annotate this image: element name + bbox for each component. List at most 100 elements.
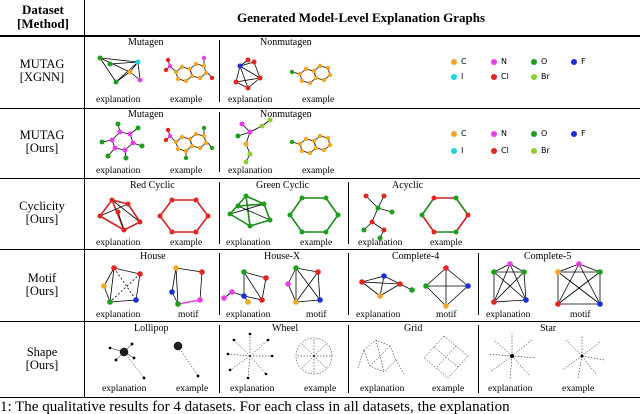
graph-label: example — [432, 384, 465, 394]
acyclic-example — [419, 195, 471, 235]
green-cyclic-explanation — [227, 193, 273, 229]
graph-label: example — [304, 384, 337, 394]
legend-swatch — [571, 59, 577, 65]
dataset-name: Cyclicity — [19, 199, 65, 213]
legend-swatch — [491, 59, 497, 65]
legend-swatch — [571, 131, 577, 137]
legend-label: I — [461, 72, 464, 81]
graph-label: explanation — [356, 310, 401, 320]
red-cyclic-explanation — [97, 197, 143, 233]
graph-label: explanation — [228, 95, 273, 105]
group-divider — [348, 325, 349, 393]
dataset-name: Motif — [27, 271, 57, 285]
dataset-name: MUTAG — [19, 57, 65, 71]
group-divider — [219, 182, 220, 244]
house-x-explanation — [221, 269, 269, 305]
column-divider — [84, 0, 86, 398]
legend-label: O — [541, 57, 548, 66]
legend-label: N — [501, 129, 507, 138]
lollipop-explanation — [108, 342, 146, 380]
group-divider — [219, 253, 220, 315]
row-rule-1 — [0, 108, 640, 109]
graph-label: example — [170, 95, 203, 105]
legend-swatch — [531, 59, 537, 65]
grid-example — [423, 335, 469, 379]
group-title: House-X — [264, 251, 301, 262]
group-title: Complete-5 — [524, 251, 572, 262]
wheel-example — [295, 337, 333, 375]
legend-label: Br — [541, 72, 550, 81]
ours-nonmutagen-explanation — [235, 117, 273, 165]
wheel-explanation — [226, 332, 274, 380]
legend-swatch — [531, 131, 537, 137]
group-title: Red Cyclic — [130, 180, 175, 191]
legend-label: N — [501, 57, 507, 66]
legend-swatch — [491, 74, 497, 80]
ours-mutagen-example — [163, 125, 215, 161]
graph-label: motif — [306, 310, 327, 320]
legend-label: F — [581, 129, 586, 138]
group-title: Acyclic — [392, 180, 424, 191]
graph-label: motif — [570, 310, 591, 320]
legend-swatch — [491, 131, 497, 137]
top-rule — [0, 35, 640, 37]
graph-label: explanation — [96, 95, 141, 105]
method-name: [Ours] — [25, 358, 59, 372]
graph-label: explanation — [226, 238, 271, 248]
house-explanation — [101, 265, 143, 305]
graph-label: explanation — [230, 384, 275, 394]
xgnn-mutagen-example — [163, 55, 215, 84]
group-divider — [219, 40, 220, 102]
legend-label: Br — [541, 146, 550, 155]
row-rule-2 — [0, 178, 640, 179]
group-title: Mutagen — [128, 109, 164, 120]
xgnn-mutagen-explanation — [97, 55, 143, 85]
graph-label: explanation — [102, 384, 147, 394]
ours-nonmutagen-example — [289, 133, 333, 156]
graph-label: explanation — [358, 238, 403, 248]
graph-label: explanation — [96, 238, 141, 248]
acyclic-explanation — [361, 193, 395, 241]
figure-caption: 1: The qualitative results for 4 dataset… — [0, 399, 510, 414]
graph-label: motif — [178, 310, 199, 320]
legend-swatch — [491, 148, 497, 154]
legend-swatch — [451, 74, 457, 80]
group-title: Green Cyclic — [256, 180, 310, 191]
graph-label: example — [176, 384, 209, 394]
group-title: Wheel — [272, 323, 299, 334]
legend-swatch — [451, 131, 457, 137]
graph-label: example — [302, 166, 335, 176]
star-example — [561, 336, 605, 379]
method-name: [Ours] — [25, 141, 59, 155]
graph-label: example — [300, 238, 333, 248]
graph-label: explanation — [360, 384, 405, 394]
dataset-header: Dataset — [22, 2, 64, 17]
complete-5-explanation — [491, 261, 529, 305]
complete-5-motif — [555, 261, 603, 307]
group-title: Complete-4 — [392, 251, 440, 262]
group-divider — [219, 325, 220, 393]
graph-label: example — [170, 166, 203, 176]
graph-label: explanation — [96, 166, 141, 176]
graph-label: example — [562, 384, 595, 394]
graph-label: explanation — [96, 310, 141, 320]
dataset-name: MUTAG — [19, 128, 65, 142]
house-motif — [169, 265, 205, 307]
legend-swatch — [531, 148, 537, 154]
grid-explanation — [357, 339, 405, 375]
complete-4-explanation — [359, 273, 415, 299]
ours-mutagen-explanation — [99, 121, 145, 161]
xgnn-nonmutagen-explanation — [233, 57, 263, 91]
green-cyclic-example — [287, 195, 341, 235]
graph-label: explanation — [486, 310, 531, 320]
legend-label: C — [461, 129, 467, 138]
graph-label: explanation — [228, 166, 273, 176]
group-divider — [348, 253, 349, 315]
graph-label: example — [170, 238, 203, 248]
legend-label: I — [461, 146, 464, 155]
group-divider — [478, 325, 479, 393]
method-name: [Ours] — [25, 284, 59, 298]
graph-label: explanation — [226, 310, 271, 320]
method-header: [Method] — [17, 16, 69, 31]
